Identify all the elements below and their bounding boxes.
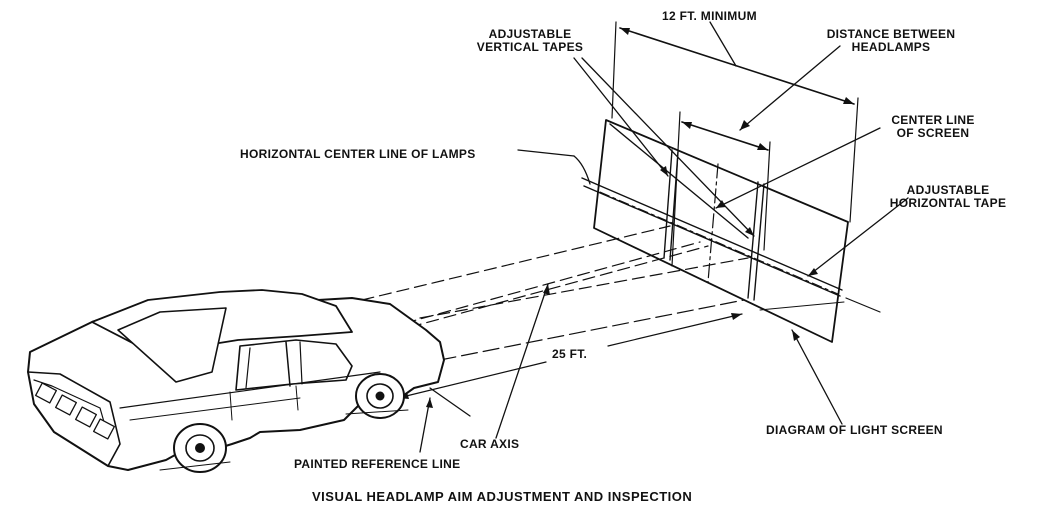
- min-distance-label: 12 FT. MINIMUM: [662, 9, 757, 23]
- horizontal-tape-label-line2: HORIZONTAL TAPE: [889, 196, 1007, 210]
- distance-between-headlamps-dimension: [672, 46, 840, 266]
- distance-between-headlamps-label: DISTANCE BETWEEN HEADLAMPS: [808, 28, 974, 54]
- horizontal-center-leader: [518, 150, 590, 184]
- center-line-of-screen: [610, 124, 880, 238]
- vertical-tapes-label-line1: ADJUSTABLE: [488, 27, 572, 41]
- beam-lines: [130, 226, 748, 380]
- distance-between-label-line1: DISTANCE BETWEEN: [826, 27, 956, 41]
- center-line-label-line2: OF SCREEN: [896, 126, 970, 140]
- horizontal-center-line-label: HORIZONTAL CENTER LINE OF LAMPS: [240, 147, 476, 161]
- light-screen-label: DIAGRAM OF LIGHT SCREEN: [766, 423, 943, 437]
- bottom-leaders: [420, 284, 842, 452]
- painted-reference-line-label: PAINTED REFERENCE LINE: [294, 457, 461, 471]
- center-line-of-screen-label: CENTER LINE OF SCREEN: [878, 114, 988, 140]
- light-screen: [594, 120, 848, 342]
- horizontal-tape-label-line1: ADJUSTABLE: [906, 183, 990, 197]
- distance-between-label-line2: HEADLAMPS: [851, 40, 931, 54]
- car-axis-line: [430, 302, 844, 416]
- vertical-tapes-leaders: [574, 58, 754, 236]
- vertical-tapes-label: ADJUSTABLE VERTICAL TAPES: [464, 28, 596, 54]
- min-distance-dimension: [612, 22, 858, 222]
- distance-25-label: 25 FT.: [552, 347, 588, 361]
- vertical-tapes-label-line2: VERTICAL TAPES: [476, 40, 584, 54]
- figure-caption: VISUAL HEADLAMP AIM ADJUSTMENT AND INSPE…: [312, 489, 693, 504]
- center-line-label-line1: CENTER LINE: [891, 113, 975, 127]
- vertical-tapes: [664, 150, 764, 300]
- horizontal-tape-leader: [808, 198, 908, 276]
- car-axis-label: CAR AXIS: [460, 437, 520, 451]
- horizontal-tapes: [582, 178, 880, 312]
- horizontal-tape-label: ADJUSTABLE HORIZONTAL TAPE: [880, 184, 1016, 210]
- car-illustration: [28, 290, 444, 472]
